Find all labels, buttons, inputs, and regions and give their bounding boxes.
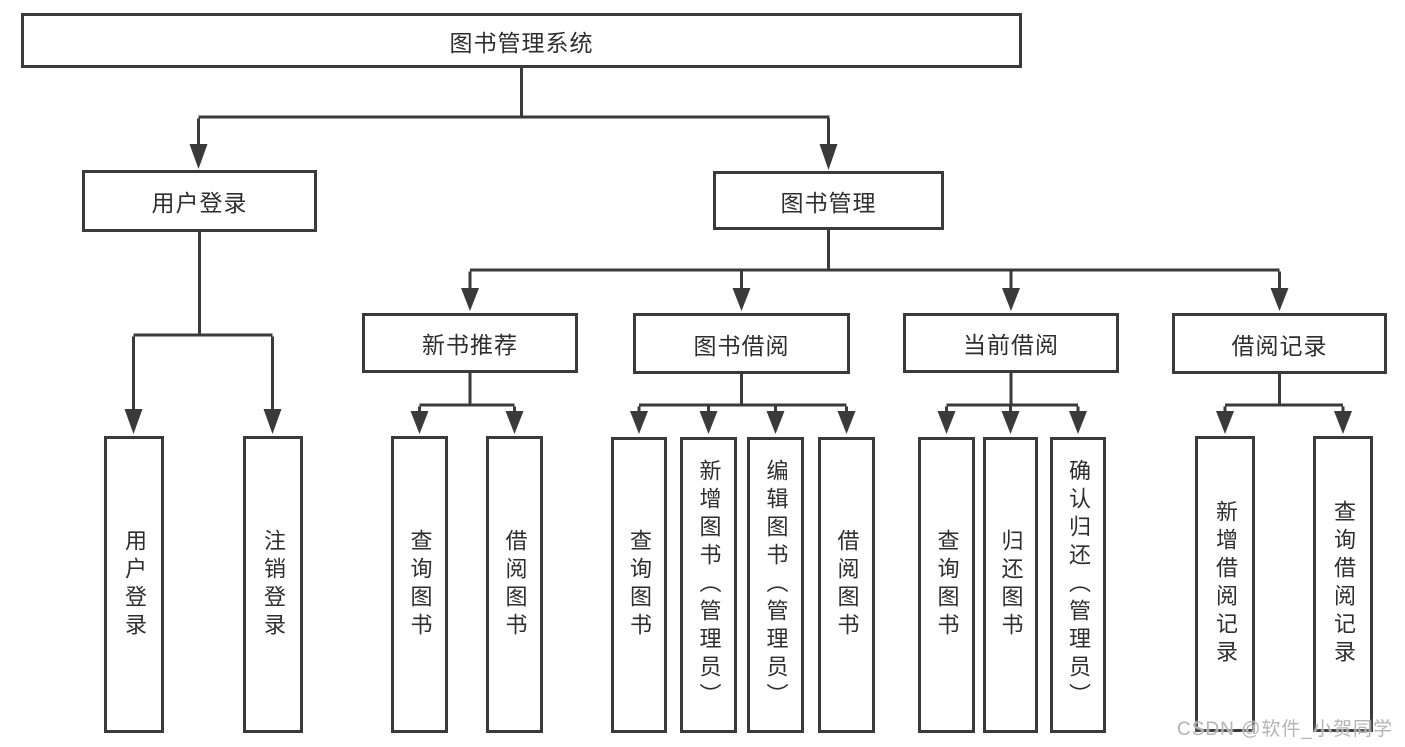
leaf-query-borrow-record-label: 查询借阅记录 xyxy=(1331,500,1356,668)
leaf-user-login-label: 用户登录 xyxy=(122,528,147,641)
arrowheads xyxy=(124,144,1352,434)
node-book-management-label: 图书管理 xyxy=(780,189,877,216)
leaf-recommend-query-book: 查询图书 xyxy=(391,436,448,733)
node-user-login: 用户登录 xyxy=(82,170,317,232)
leaf-confirm-return-admin-label: 确认归还（管理员） xyxy=(1066,459,1091,711)
leaf-edit-book-admin: 编辑图书（管理员） xyxy=(747,437,804,733)
leaf-current-query-book-label: 查询图书 xyxy=(934,529,960,641)
leaf-query-borrow-record: 查询借阅记录 xyxy=(1313,436,1373,732)
node-book-management: 图书管理 xyxy=(713,171,944,230)
csdn-watermark: CSDN @软件_小贺同学 xyxy=(1177,719,1393,740)
leaf-user-login: 用户登录 xyxy=(104,436,164,733)
node-new-book-recommend-label: 新书推荐 xyxy=(422,332,518,358)
node-new-book-recommend: 新书推荐 xyxy=(362,313,578,373)
leaf-add-book-admin: 新增图书（管理员） xyxy=(680,437,737,733)
node-book-borrow-label: 图书借阅 xyxy=(693,332,790,359)
leaf-borrow-query-book: 查询图书 xyxy=(611,437,667,733)
leaf-add-book-admin-label: 新增图书（管理员） xyxy=(696,459,722,711)
leaf-confirm-return-admin: 确认归还（管理员） xyxy=(1050,437,1106,733)
leaf-recommend-borrow-book-label: 借阅图书 xyxy=(502,528,528,641)
leaf-recommend-borrow-book: 借阅图书 xyxy=(486,436,543,733)
node-borrow-record-label: 借阅记录 xyxy=(1231,332,1328,359)
node-borrow-record: 借阅记录 xyxy=(1172,313,1387,374)
node-current-borrow: 当前借阅 xyxy=(903,313,1119,373)
leaf-logout: 注销登录 xyxy=(243,436,303,733)
node-book-borrow: 图书借阅 xyxy=(633,313,850,374)
leaf-borrow-query-book-label: 查询图书 xyxy=(627,529,652,641)
leaf-add-borrow-record: 新增借阅记录 xyxy=(1195,436,1255,732)
leaf-borrow-book-label: 借阅图书 xyxy=(834,529,860,641)
leaf-borrow-book: 借阅图书 xyxy=(818,437,875,733)
leaf-return-book-label: 归还图书 xyxy=(998,529,1024,641)
leaf-current-query-book: 查询图书 xyxy=(918,437,975,733)
leaf-edit-book-admin-label: 编辑图书（管理员） xyxy=(763,459,789,711)
node-library-management-system: 图书管理系统 xyxy=(21,13,1022,68)
node-current-borrow-label: 当前借阅 xyxy=(963,332,1059,358)
node-library-management-system-label: 图书管理系统 xyxy=(449,29,594,56)
leaf-return-book: 归还图书 xyxy=(983,437,1038,733)
leaf-add-borrow-record-label: 新增借阅记录 xyxy=(1213,500,1238,668)
leaf-recommend-query-book-label: 查询图书 xyxy=(407,528,433,641)
node-user-login-label: 用户登录 xyxy=(151,190,248,216)
leaf-logout-label: 注销登录 xyxy=(261,528,286,641)
